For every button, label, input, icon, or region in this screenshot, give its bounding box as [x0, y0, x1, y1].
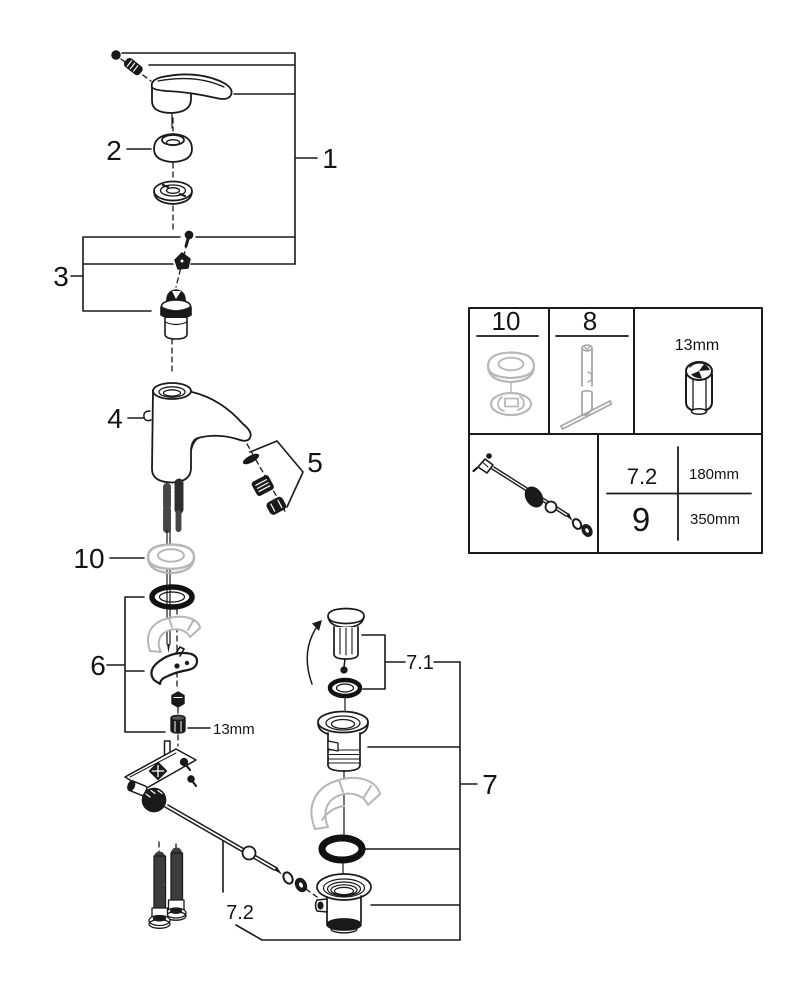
popup-rod-drawing: [164, 804, 308, 893]
table-row1-length-label: 180mm: [689, 466, 739, 483]
callout-lines: [70, 52, 478, 941]
drain-plug-drawing: [306, 607, 365, 685]
13mm-nut-drawing: [170, 714, 186, 734]
callout-4-label: 4: [107, 403, 123, 434]
table-socket-13mm-drawing: [685, 361, 713, 416]
cartridge-drawing: [160, 289, 192, 340]
plastic-clamp-drawing: [147, 615, 201, 653]
faucet-body-drawing: [143, 382, 252, 484]
base-ring-drawing: [146, 543, 196, 575]
o-ring-drawing: [149, 584, 195, 610]
drain-flange-drawing: [317, 710, 369, 772]
callout-1-label: 1: [322, 143, 338, 174]
callout-7-2-label: 7.2: [226, 902, 254, 924]
table-row2-length-label: 350mm: [690, 511, 740, 528]
handle-cap-drawing: [153, 133, 193, 163]
drain-gasket-drawing: [318, 834, 366, 864]
parts-table: 10 8 13mm: [468, 306, 763, 554]
drain-clamp-drawing: [310, 776, 381, 830]
cartridge-screw-drawing: [174, 230, 194, 270]
handle-screw-drawing: [111, 50, 143, 76]
table-service-tool-drawing: [560, 344, 613, 430]
horseshoe-washer-drawing: [150, 646, 199, 686]
table-col1-header-label: 10: [492, 306, 521, 336]
drain-o-ring-drawing: [327, 677, 363, 699]
table-row2-part-label: 9: [632, 501, 650, 538]
callout-7-label: 7: [482, 769, 498, 800]
callout-2-label: 2: [106, 135, 122, 166]
callout-6-label: 6: [90, 650, 106, 681]
callout-5-label: 5: [307, 447, 323, 478]
table-rod-drawing: [472, 453, 593, 537]
table-ring-clip-drawing: [486, 351, 536, 417]
mounting-hardware-drawing: [124, 740, 198, 813]
drain-tailpiece-drawing: [314, 873, 372, 934]
callout-7-1-label: 7.1: [406, 652, 434, 674]
wrench-size-label: 13mm: [213, 721, 255, 738]
table-socket-size-label: 13mm: [675, 337, 719, 354]
callout-10-label: 10: [73, 543, 104, 574]
supply-hoses-drawing: [148, 847, 187, 929]
lever-handle-drawing: [150, 73, 233, 114]
parts-table-borders: [468, 307, 763, 554]
table-row1-part-label: 7.2: [627, 464, 658, 489]
lock-nut-drawing: [171, 691, 185, 708]
table-col2-header-label: 8: [583, 306, 597, 336]
escutcheon-ring-drawing: [153, 180, 193, 205]
aerator-parts-drawing: [242, 453, 287, 515]
callout-3-label: 3: [53, 261, 69, 292]
